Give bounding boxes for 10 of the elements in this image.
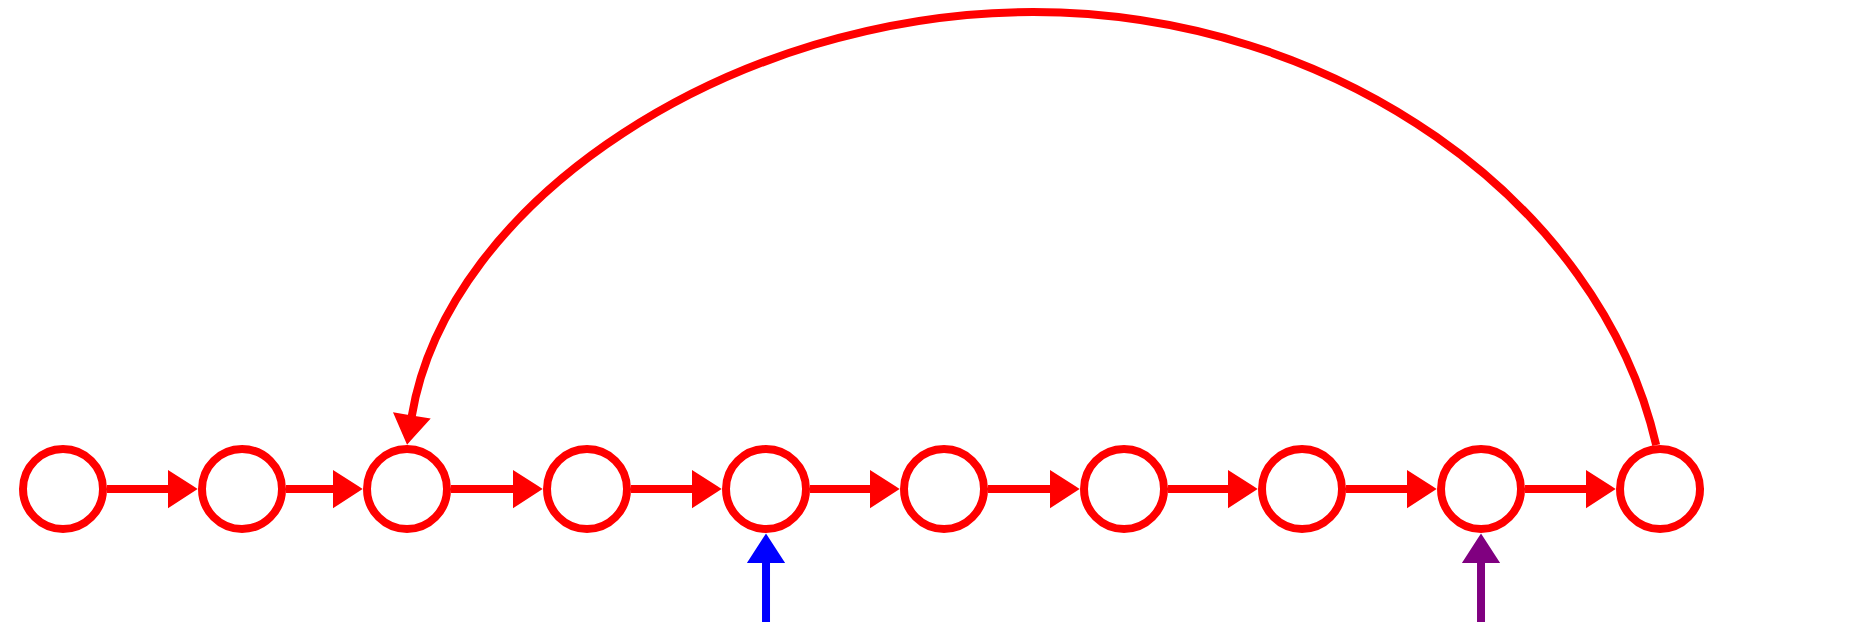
circle-node xyxy=(900,445,988,533)
circle-node xyxy=(1258,445,1346,533)
circle-node xyxy=(722,445,810,533)
circle-node xyxy=(1437,445,1525,533)
circle-node xyxy=(543,445,631,533)
circle-node xyxy=(1616,445,1704,533)
circle-node xyxy=(19,445,107,533)
circle-node xyxy=(1080,445,1168,533)
circle-node xyxy=(198,445,286,533)
circle-node xyxy=(363,445,451,533)
